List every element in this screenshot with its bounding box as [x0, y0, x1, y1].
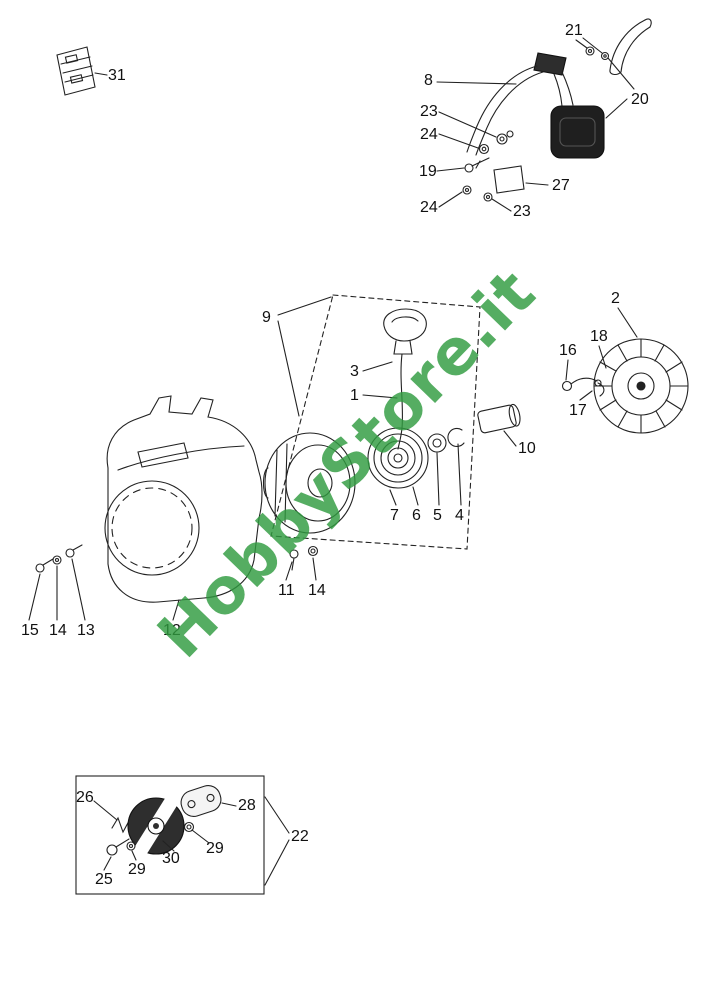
- part-label-9: 9: [262, 309, 271, 326]
- flywheel-drawing: [561, 307, 689, 434]
- ignition-coil: [550, 105, 605, 159]
- part-label-7: 7: [390, 507, 399, 524]
- fan-housing-drawing: [28, 395, 319, 621]
- part-label-17: 17: [569, 402, 587, 419]
- part-label-24-a: 24: [420, 126, 438, 143]
- part-label-16: 16: [559, 342, 577, 359]
- part-label-13: 13: [77, 622, 95, 639]
- part-label-12: 12: [163, 622, 181, 639]
- part-label-30: 30: [162, 850, 180, 867]
- part-label-23-b: 23: [513, 203, 531, 220]
- part-label-28: 28: [238, 797, 256, 814]
- part-label-21: 21: [565, 22, 583, 39]
- part-label-6: 6: [412, 507, 421, 524]
- part-label-19: 19: [419, 163, 437, 180]
- part-label-15: 15: [21, 622, 39, 639]
- ignition-plate-drawing: [56, 46, 108, 96]
- part-label-14-a: 14: [49, 622, 67, 639]
- part-label-10: 10: [518, 440, 536, 457]
- part-label-8: 8: [424, 72, 433, 89]
- part-label-27: 27: [552, 177, 570, 194]
- part-label-5: 5: [433, 507, 442, 524]
- part-label-23-a: 23: [420, 103, 438, 120]
- part-label-18: 18: [590, 328, 608, 345]
- part-label-24-b: 24: [420, 199, 438, 216]
- ignition-coil-assembly-drawing: [436, 18, 652, 212]
- part-label-29-b: 29: [128, 861, 146, 878]
- part-label-3: 3: [350, 363, 359, 380]
- clutch-assembly-drawing: [75, 775, 290, 895]
- starter-handle: [383, 308, 427, 342]
- part-label-26: 26: [76, 789, 94, 806]
- part-label-11: 11: [278, 582, 295, 599]
- part-label-29-a: 29: [206, 840, 224, 857]
- part-label-2: 2: [611, 290, 620, 307]
- part-label-22: 22: [291, 828, 309, 845]
- part-label-4: 4: [455, 507, 464, 524]
- part-label-1: 1: [350, 387, 359, 404]
- part-label-25: 25: [95, 871, 113, 888]
- part-label-31: 31: [108, 67, 126, 84]
- starter-assembly-drawing: [262, 294, 521, 550]
- part-label-14-b: 14: [308, 582, 326, 599]
- part-label-20: 20: [631, 91, 649, 108]
